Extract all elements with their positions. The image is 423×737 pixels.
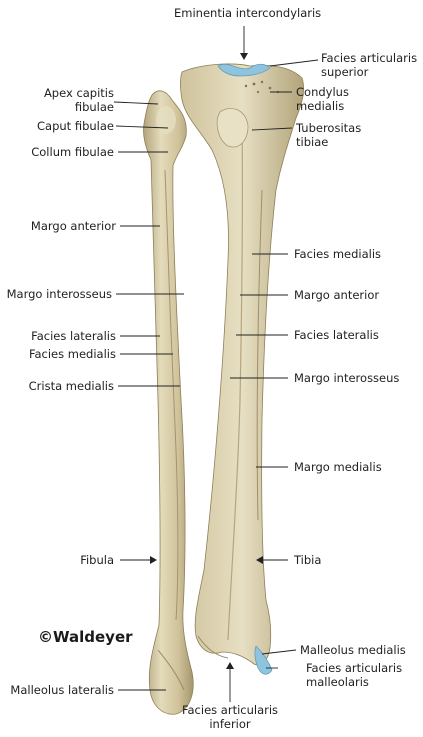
- label-tibia: Tibia: [294, 553, 321, 567]
- label-malleolus-lateralis: Malleolus lateralis: [4, 683, 114, 697]
- label-facies-medialis-tibia: Facies medialis: [294, 247, 381, 261]
- label-collum-fibulae: Collum fibulae: [10, 145, 114, 159]
- label-facies-medialis-fibula: Facies medialis: [10, 347, 116, 361]
- watermark: ©Waldeyer: [38, 628, 133, 646]
- label-margo-interosseus-tibia: Margo interosseus: [294, 371, 399, 385]
- label-facies-articularis-inferior: Facies articularis inferior: [178, 703, 282, 731]
- label-margo-anterior-fibula: Margo anterior: [10, 219, 116, 233]
- label-malleolus-medialis: Malleolus medialis: [300, 643, 406, 657]
- label-condylus-medialis: Condylus medialis: [296, 85, 349, 113]
- label-eminentia-intercondylaris: Eminentia intercondylaris: [174, 6, 314, 20]
- label-margo-anterior-tibia: Margo anterior: [294, 288, 379, 302]
- label-crista-medialis: Crista medialis: [10, 379, 114, 393]
- label-tuberositas-tibiae: Tuberositas tibiae: [296, 121, 361, 149]
- label-facies-articularis-superior: Facies articularis superior: [321, 51, 417, 79]
- label-facies-lateralis-tibia: Facies lateralis: [294, 328, 379, 342]
- label-margo-medialis: Margo medialis: [294, 460, 382, 474]
- label-apex-capitis-fibulae: Apex capitis fibulae: [20, 86, 114, 114]
- label-margo-interosseus-fibula: Margo interosseus: [4, 287, 112, 301]
- label-facies-lateralis-fibula: Facies lateralis: [10, 329, 116, 343]
- label-facies-articularis-malleolaris: Facies articularis malleolaris: [306, 661, 402, 689]
- label-caput-fibulae: Caput fibulae: [10, 119, 114, 133]
- label-fibula: Fibula: [40, 553, 114, 567]
